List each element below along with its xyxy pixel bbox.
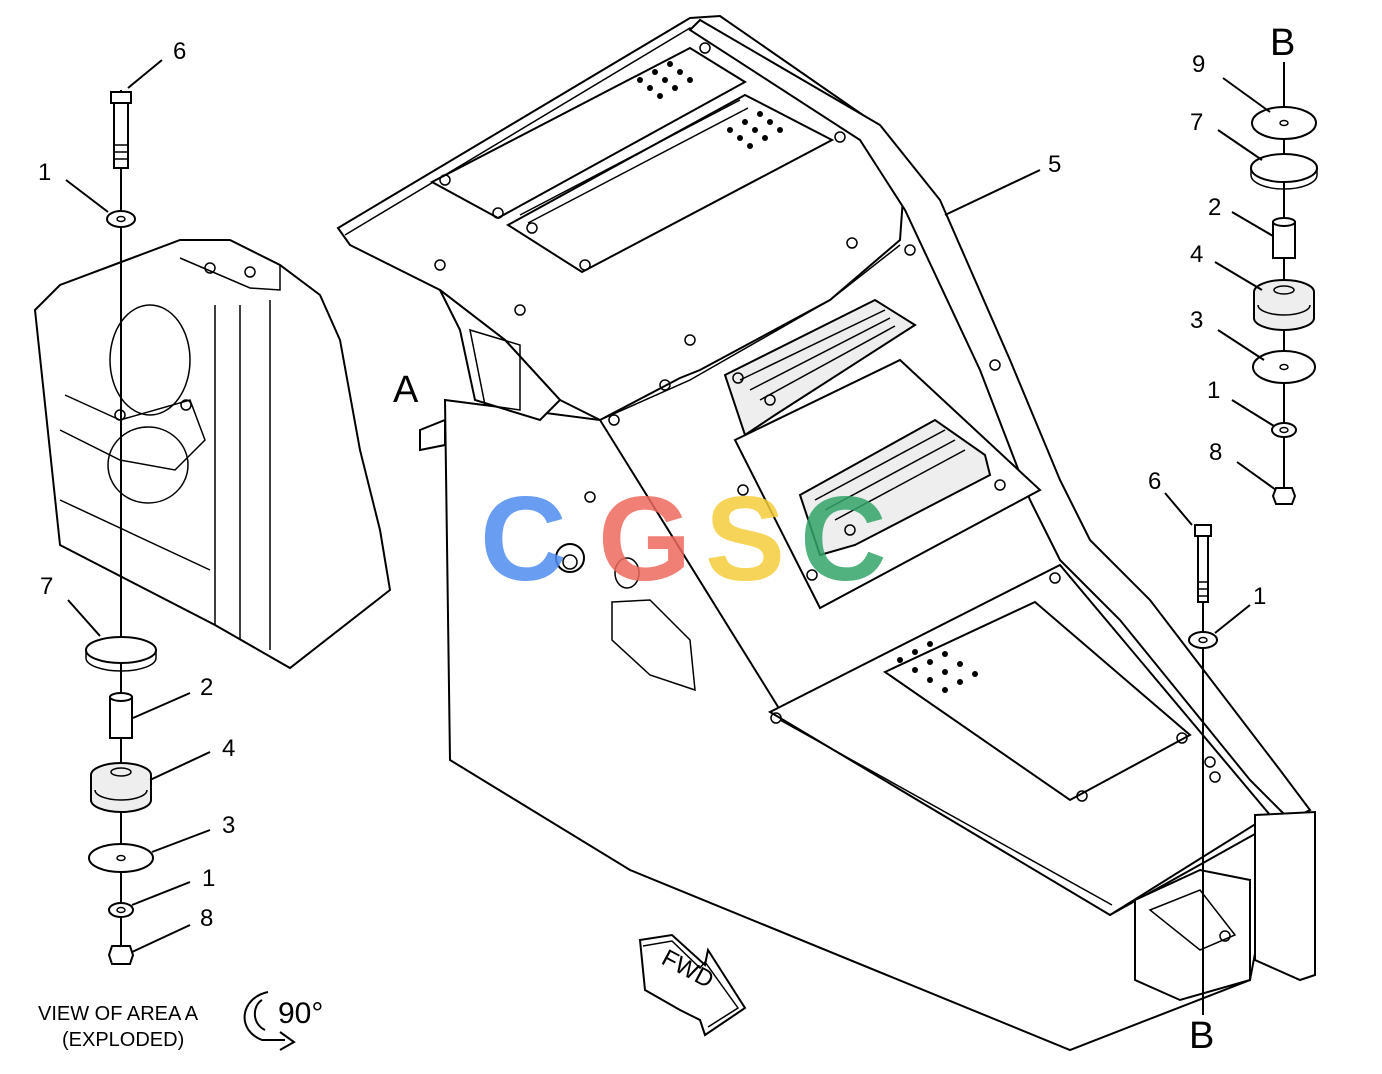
right-callout-2: 2	[1208, 194, 1221, 221]
right-callout-4: 4	[1190, 241, 1203, 268]
rotate-arrow-icon	[243, 991, 296, 1051]
rotation-angle: 90°	[278, 997, 323, 1030]
left-callout-1b: 1	[202, 865, 215, 892]
callout-main-5: 5	[1048, 151, 1061, 178]
right-callout-8: 8	[1209, 439, 1222, 466]
view-caption-line1: VIEW OF AREA A	[38, 1003, 199, 1025]
watermark-letter-4: C	[800, 472, 887, 606]
lower-callout-1: 1	[1253, 583, 1266, 610]
watermark-letter-3: S	[705, 472, 785, 606]
exploded-view-right: B 9 7 2 4 3 1 8	[1190, 22, 1318, 505]
left-callout-1a: 1	[38, 159, 51, 186]
fwd-arrow-icon: FWD	[638, 933, 747, 1037]
section-b-bottom: B	[1189, 1015, 1214, 1057]
console-assembly: 5	[336, 14, 1316, 1052]
exploded-view-lower-right: 6 1 B	[1148, 468, 1266, 1057]
left-callout-2: 2	[200, 674, 213, 701]
right-callout-3: 3	[1190, 307, 1203, 334]
top-grille-dots	[637, 61, 978, 693]
watermark-letter-2: G	[598, 472, 691, 606]
right-callout-9: 9	[1192, 51, 1205, 78]
area-a-label: A	[393, 369, 419, 411]
left-callout-4: 4	[222, 735, 235, 762]
exploded-view-left: 6 1 7 2 4 3 1 8	[33, 38, 392, 965]
left-callout-8: 8	[200, 905, 213, 932]
view-caption: VIEW OF AREA A (EXPLODED) 90°	[38, 991, 323, 1051]
lower-callout-6: 6	[1148, 468, 1161, 495]
left-callout-7: 7	[40, 573, 53, 600]
right-callout-7: 7	[1190, 109, 1203, 136]
left-callout-6: 6	[173, 38, 186, 65]
view-caption-line2: (EXPLODED)	[62, 1029, 184, 1051]
right-callout-1: 1	[1207, 377, 1220, 404]
watermark-letter-1: C	[480, 472, 567, 606]
left-callout-3: 3	[222, 812, 235, 839]
nut-area-a	[555, 543, 640, 589]
watermark-logo: C G S C	[480, 472, 887, 606]
section-b-top: B	[1270, 22, 1295, 64]
